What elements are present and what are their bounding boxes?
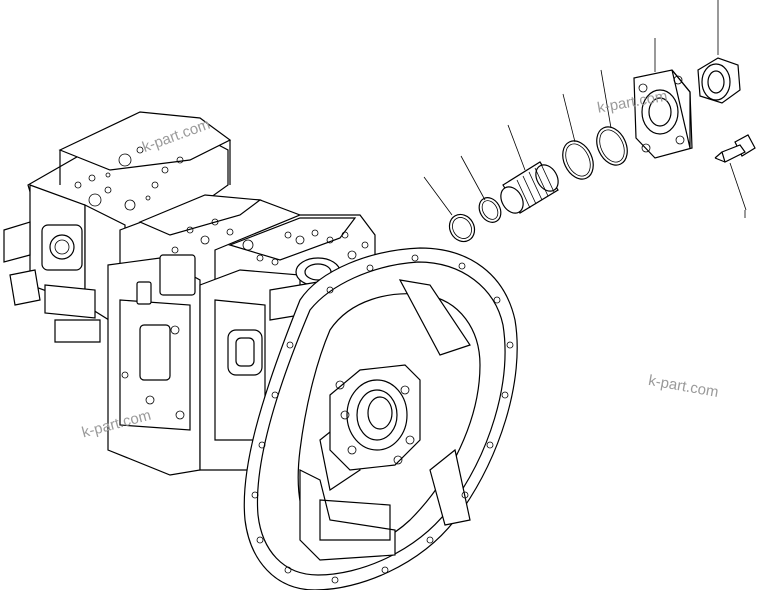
callout-line-2 [460,155,486,201]
callout-line-4 [562,93,576,143]
square-flange [633,69,693,159]
surface-bolt-holes [74,146,369,420]
hex-bolt [714,134,756,163]
callout-leader-lines [423,0,747,218]
o-ring-small [448,213,476,243]
coil-spring [500,161,559,214]
hydraulic-pump-body [3,111,376,476]
mounting-flange-housing [243,247,518,590]
callout-line-5 [600,69,612,129]
callout-line-1 [423,176,453,216]
hex-nut [697,57,741,104]
flange-rim-bolt-holes [251,254,514,584]
backup-ring [596,126,628,166]
callout-line-3 [507,124,526,171]
o-ring-large [562,140,594,180]
o-ring-medium [478,197,502,223]
callout-line-8 [729,162,747,211]
